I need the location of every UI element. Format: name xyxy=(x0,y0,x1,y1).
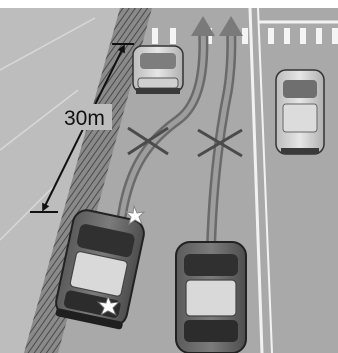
parked-car-top xyxy=(133,46,183,94)
top-border xyxy=(0,0,338,8)
distance-label: 30m xyxy=(64,107,105,130)
straight-car xyxy=(176,242,246,353)
oncoming-car-right xyxy=(276,70,324,154)
